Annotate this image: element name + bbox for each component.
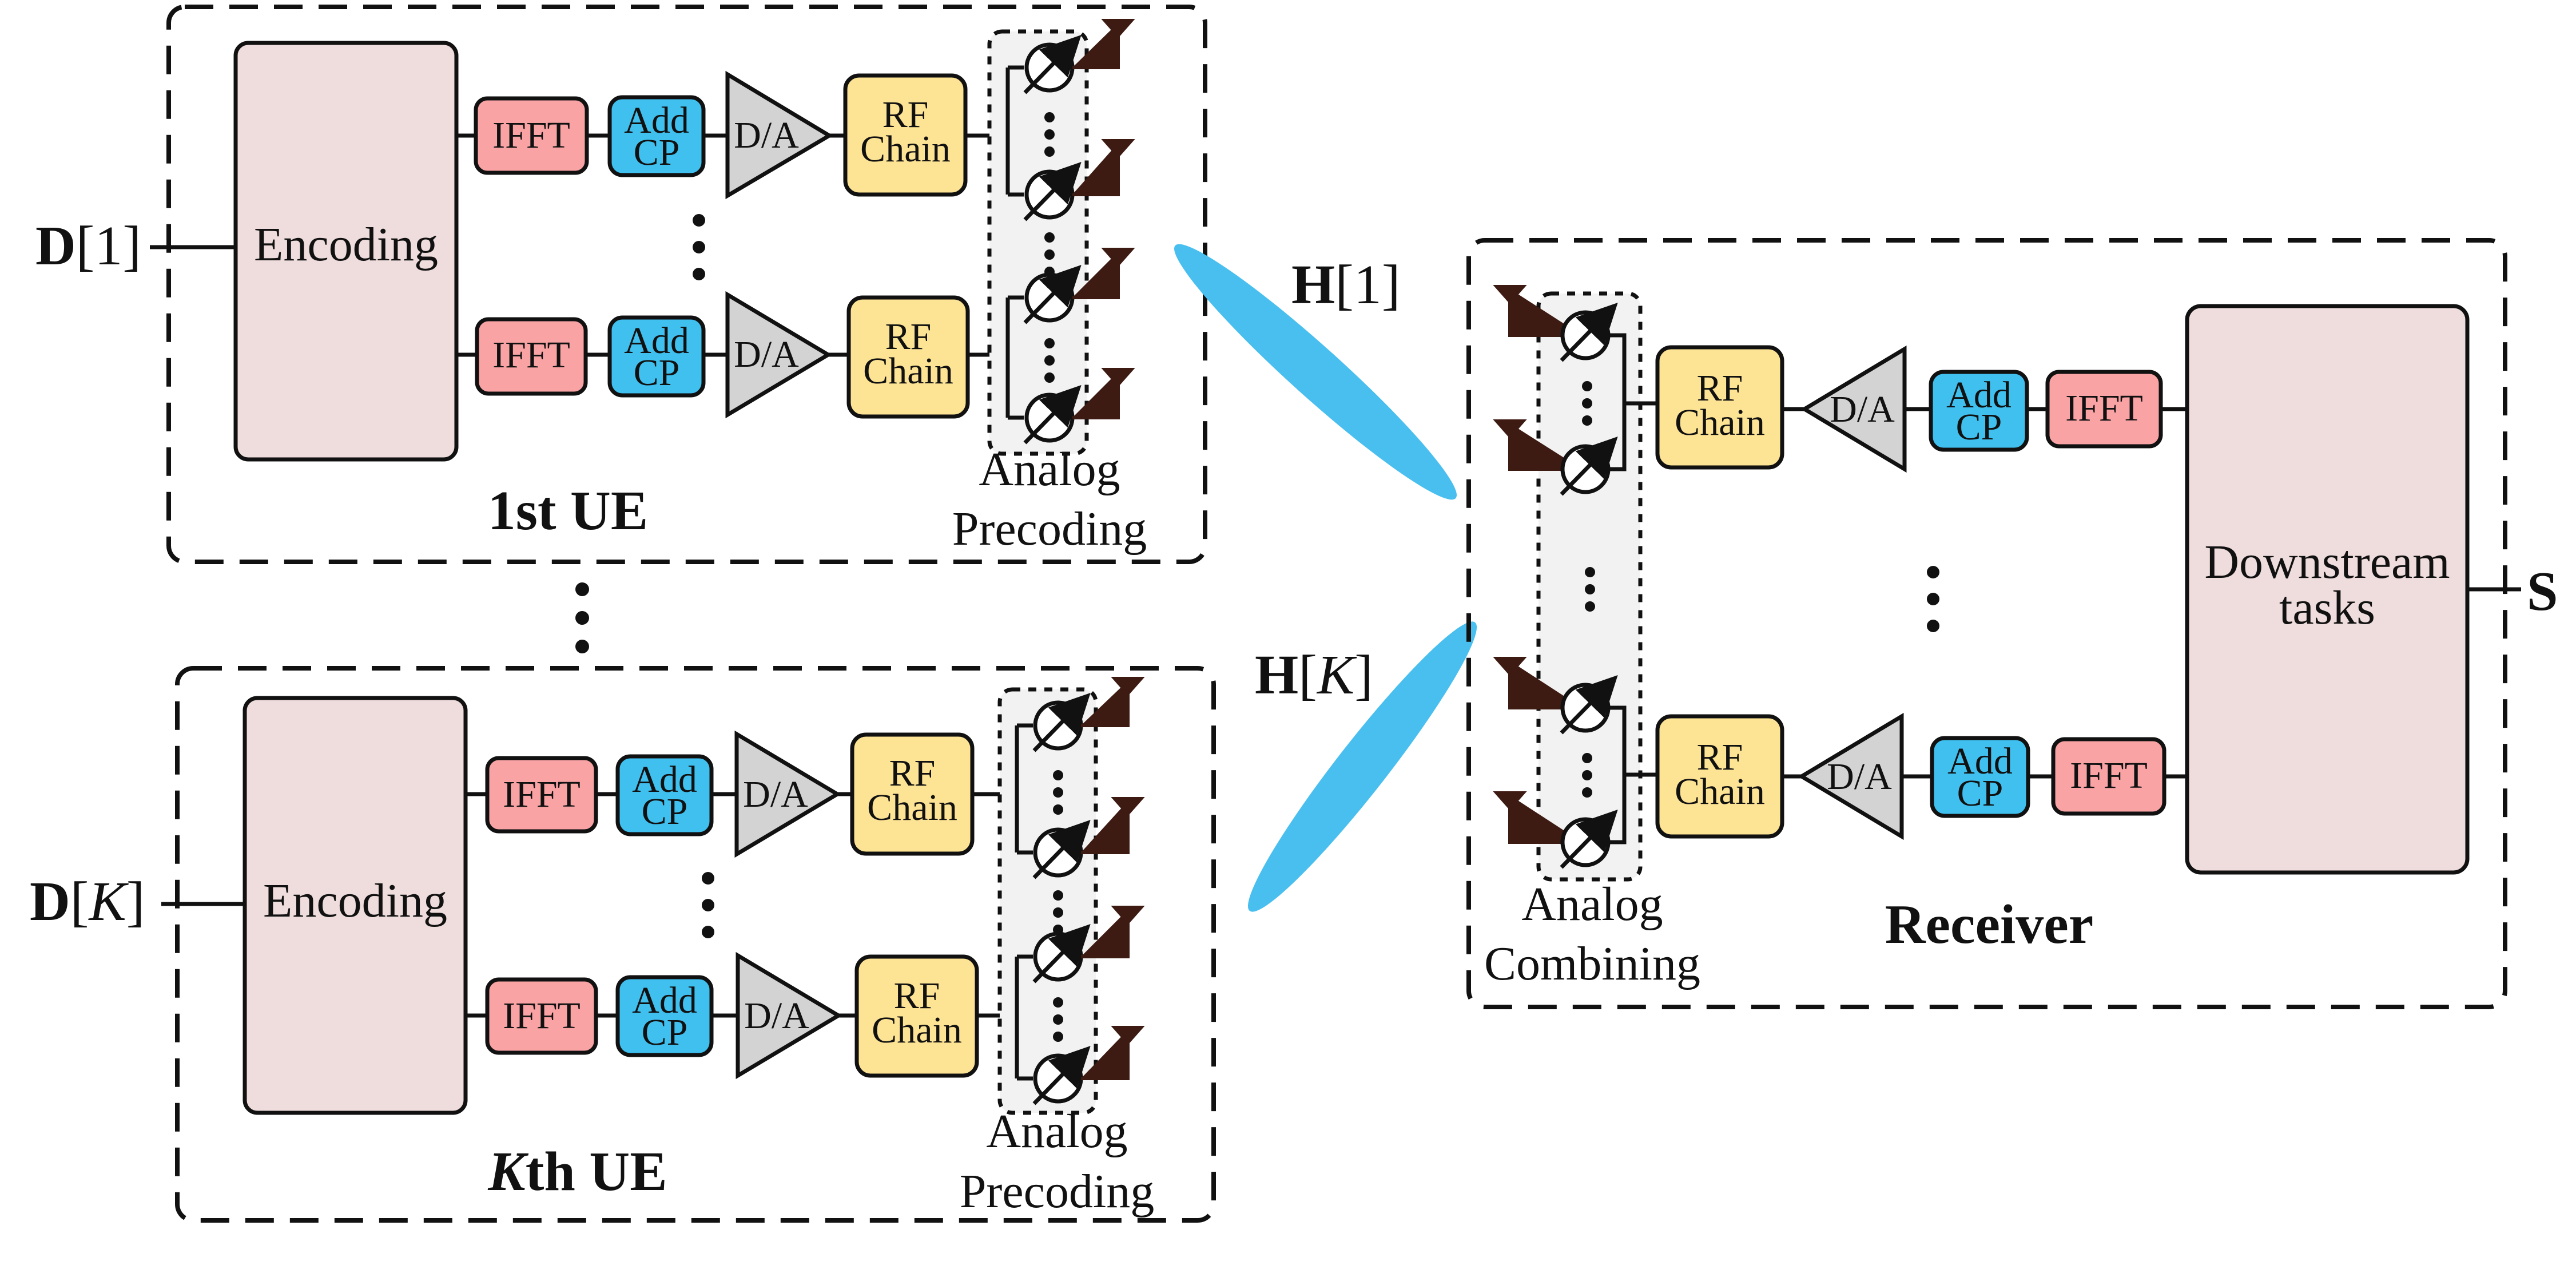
kth-ue-precoding-network: [1015, 723, 1033, 1081]
receiver-output-label: S: [2527, 561, 2558, 622]
receiver-addcp-label1-top: Add: [1946, 374, 2011, 416]
first-ue-chain-dots: [693, 214, 705, 280]
first-ue-precoding-dots: [1044, 112, 1055, 383]
first-ue-addcp-label2-bottom: CP: [634, 352, 680, 394]
kth-ue-ifft-label-bottom: IFFT: [503, 995, 581, 1037]
receiver-rf-label2-bottom: Chain: [1675, 771, 1765, 812]
receiver-chain-dots: [1927, 566, 1939, 632]
first-ue-title: 1st UE: [488, 480, 648, 542]
first-ue-group: D[1] Encoding IFFT Add CP D/A RF Chain I…: [35, 5, 1207, 564]
first-ue-rf-label2-top: Chain: [860, 128, 951, 170]
receiver-frame: [1466, 238, 2507, 1009]
first-ue-encoding-label: Encoding: [254, 218, 438, 271]
kth-ue-precoding-label2: Precoding: [960, 1165, 1155, 1218]
receiver-addcp-label2-top: CP: [1956, 406, 2002, 448]
receiver-ifft-label-bottom: IFFT: [2070, 755, 2148, 796]
kth-ue-rf-label1-top: RF: [889, 752, 936, 794]
kth-ue-precoding-label1: Analog: [986, 1105, 1127, 1158]
first-ue-antenna-icons: [1072, 19, 1135, 419]
first-ue-addcp-label1-top: Add: [624, 100, 689, 141]
kth-ue-group: D[K] Encoding IFFT Add CP D/A RF Chain I…: [30, 666, 1216, 1223]
channel-beam-kth: [1247, 621, 1477, 912]
channel-label-kth: H[K]: [1255, 644, 1373, 706]
first-ue-precoding-label2: Precoding: [952, 502, 1147, 556]
first-ue-encoding-block: [233, 41, 459, 462]
first-ue-rf-block-bottom: [846, 295, 970, 419]
first-ue-rf-label1-top: RF: [882, 94, 929, 136]
first-ue-rf-label2-bottom: Chain: [863, 350, 953, 392]
kth-ue-rf-label2-bottom: Chain: [872, 1009, 962, 1051]
first-ue-addcp-label2-top: CP: [634, 132, 680, 173]
kth-ue-ifft-label-top: IFFT: [503, 774, 581, 815]
kth-ue-addcp-label1-bottom: Add: [632, 979, 697, 1021]
kth-ue-chain-dots: [702, 872, 714, 938]
receiver-combining-label1: Analog: [1521, 878, 1663, 931]
kth-ue-encoding-label: Encoding: [263, 874, 447, 927]
first-ue-da-block-bottom: [725, 291, 832, 419]
channel-beams: [1174, 244, 1477, 912]
first-ue-da-label-bottom: D/A: [734, 334, 799, 375]
receiver-ifft-label-top: IFFT: [2065, 387, 2143, 429]
receiver-title: Receiver: [1885, 894, 2094, 955]
first-ue-ifft-label-bottom: IFFT: [492, 334, 570, 376]
first-ue-da-block-top: [725, 70, 833, 200]
kth-ue-addcp-label2-top: CP: [642, 791, 688, 832]
kth-ue-da-label-bottom: D/A: [744, 995, 809, 1037]
kth-ue-antenna-icons: [1081, 677, 1145, 1080]
first-ue-ifft-label-top: IFFT: [492, 114, 570, 156]
kth-ue-rf-label2-top: Chain: [867, 787, 957, 828]
kth-ue-da-block-bottom: [736, 951, 842, 1080]
kth-ue-addcp-label2-bottom: CP: [642, 1012, 688, 1053]
first-ue-rf-label1-bottom: RF: [885, 316, 932, 358]
kth-ue-da-block-top: [734, 730, 841, 858]
first-ue-precoding-label1: Analog: [979, 443, 1120, 496]
kth-ue-rf-label1-bottom: RF: [894, 975, 940, 1017]
receiver-addcp-label2-bottom: CP: [1957, 772, 2003, 814]
kth-ue-frame: [175, 666, 1216, 1223]
receiver-da-label-bottom: D/A: [1827, 756, 1892, 798]
first-ue-input-label: D[1]: [35, 215, 141, 277]
first-ue-da-label-top: D/A: [734, 114, 799, 156]
receiver-rf-label1-bottom: RF: [1697, 736, 1743, 778]
receiver-downstream-label2: tasks: [2279, 581, 2375, 634]
receiver-combining-label2: Combining: [1484, 937, 1700, 990]
receiver-rf-label1-top: RF: [1697, 367, 1743, 409]
receiver-combining-dots: [1582, 381, 1595, 798]
ue-separator-dots: [575, 582, 589, 653]
channel-beam-first: [1174, 244, 1457, 500]
receiver-group: RF Chain D/A Add CP IFFT RF Chain D/A Ad…: [1466, 238, 2558, 1009]
kth-ue-title: Kth UE: [487, 1141, 667, 1203]
receiver-da-label-top: D/A: [1830, 388, 1895, 430]
first-ue-precoding-frame: [987, 29, 1089, 456]
kth-ue-da-label-top: D/A: [743, 774, 808, 815]
receiver-downstream-label1: Downstream: [2204, 536, 2450, 589]
receiver-combining-network: [1608, 333, 1657, 844]
kth-ue-addcp-label1-top: Add: [632, 759, 697, 800]
kth-ue-encoding-block: [243, 696, 468, 1115]
first-ue-addcp-label1-bottom: Add: [624, 320, 689, 362]
kth-ue-precoding-dots: [1053, 770, 1063, 1042]
channel-label-first: H[1]: [1291, 254, 1401, 316]
kth-ue-precoding-frame: [997, 687, 1098, 1115]
first-ue-frame: [166, 5, 1207, 564]
receiver-rf-label2-top: Chain: [1675, 402, 1765, 443]
first-ue-precoding-network: [1005, 65, 1024, 420]
kth-ue-input-label: D[K]: [30, 871, 145, 933]
receiver-addcp-label1-bottom: Add: [1947, 740, 2013, 782]
